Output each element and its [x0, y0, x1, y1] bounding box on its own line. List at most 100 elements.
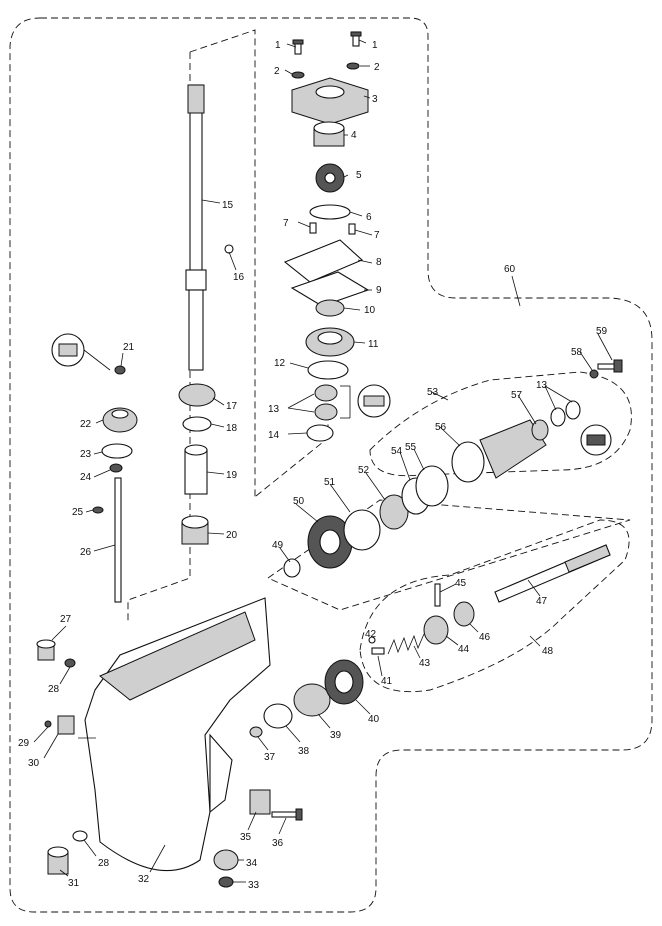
nut-part-34: [213, 849, 239, 871]
clutch-part-44: [423, 615, 449, 645]
label-47: 47: [536, 596, 548, 607]
label-52: 52: [358, 465, 370, 476]
label-54: 54: [391, 446, 403, 457]
label-25: 25: [72, 507, 84, 518]
label-58: 58: [571, 347, 583, 358]
pin-part-7-right: [348, 223, 356, 235]
assembly-boundary: [9, 17, 653, 913]
label-56: 56: [435, 422, 447, 433]
water-pump-housing: [291, 77, 369, 125]
forward-gear-part-40: [324, 659, 364, 705]
label-34: 34: [246, 858, 258, 869]
o-ring-part-6: [309, 204, 351, 220]
label-30: 30: [28, 758, 40, 769]
leader-lines: [33, 39, 613, 883]
label-24: 24: [80, 472, 92, 483]
label-21: 21: [123, 342, 135, 353]
shift-detail-callout-21: [51, 333, 85, 367]
label-45: 45: [455, 578, 467, 589]
washer-part-58: [589, 369, 599, 379]
label-48: 48: [542, 646, 554, 657]
label-55: 55: [405, 442, 417, 453]
shim-part-51: [343, 509, 381, 551]
label-59: 59: [596, 326, 608, 337]
spring-part-43: [387, 633, 425, 655]
label-44: 44: [458, 644, 470, 655]
clip-part-37: [249, 726, 263, 738]
o-ring-part-18: [182, 416, 212, 432]
bearing-part-20: [181, 515, 209, 545]
label-8: 8: [376, 257, 382, 268]
screw-part-1-right: [350, 31, 362, 47]
label-13-carrier: 13: [536, 380, 548, 391]
gasket-part-8: [283, 239, 364, 283]
label-29: 29: [18, 738, 30, 749]
label-3: 3: [372, 94, 378, 105]
label-43: 43: [419, 658, 431, 669]
label-17: 17: [226, 401, 238, 412]
seal-detail-callout-13: [357, 384, 391, 418]
washer-part-33: [218, 876, 234, 888]
bushing-part-22: [102, 407, 138, 433]
plug-part-31: [47, 846, 69, 875]
label-1-right: 1: [372, 40, 378, 51]
washer-part-28-lower: [72, 830, 88, 842]
o-ring-part-38: [263, 703, 293, 729]
screw-part-29: [44, 720, 52, 728]
bearing-part-39: [293, 683, 331, 717]
label-22: 22: [80, 419, 92, 430]
label-9: 9: [376, 285, 382, 296]
label-18: 18: [226, 423, 238, 434]
label-36: 36: [272, 838, 284, 849]
gasket-part-12: [307, 360, 349, 380]
seal-part-13-upper: [314, 384, 338, 402]
bolt-part-36: [271, 808, 303, 821]
plunger-part-41: [371, 647, 385, 655]
label-2-right: 2: [374, 62, 380, 73]
label-4: 4: [351, 130, 357, 141]
label-20: 20: [226, 530, 238, 541]
o-ring-part-23: [101, 443, 133, 459]
label-7-left: 7: [283, 218, 289, 229]
label-27: 27: [60, 614, 72, 625]
impeller-part-5: [315, 163, 345, 193]
washer-part-14: [306, 424, 334, 442]
label-32: 32: [138, 874, 150, 885]
propeller-shaft-part-47: [494, 544, 611, 603]
pin-part-7-left: [309, 222, 317, 234]
sleeve-part-19: [184, 444, 208, 495]
bearing-group-outline: [255, 404, 329, 497]
washer-part-2-left: [291, 71, 305, 79]
gear-case-part-32: [84, 597, 271, 872]
seal-part-10: [315, 299, 345, 317]
label-10: 10: [364, 305, 376, 316]
label-7-right: 7: [374, 230, 380, 241]
label-28-lower: 28: [98, 858, 110, 869]
seal-detail-callout-carrier: [580, 424, 612, 456]
seal-part-13-lower: [314, 403, 338, 421]
label-6: 6: [366, 212, 372, 223]
label-46: 46: [479, 632, 491, 643]
bearing-part-17: [178, 383, 216, 407]
label-53: 53: [427, 387, 439, 398]
label-15: 15: [222, 200, 234, 211]
anode-part-30: [57, 715, 75, 735]
label-28-upper: 28: [48, 684, 60, 695]
pin-part-45: [434, 583, 441, 607]
clip-part-25: [92, 506, 104, 514]
label-41: 41: [381, 676, 393, 687]
label-35: 35: [240, 832, 252, 843]
label-16: 16: [233, 272, 245, 283]
needle-bearing-part-57: [531, 419, 549, 441]
washer-part-28-upper: [64, 658, 76, 668]
o-ring-part-55: [415, 465, 449, 507]
bearing-part-52: [379, 494, 409, 530]
washer-part-24: [109, 463, 123, 473]
bearing-carrier-part-56: [451, 419, 547, 483]
label-23: 23: [80, 449, 92, 460]
label-1-left: 1: [275, 40, 281, 51]
label-11: 11: [368, 339, 379, 350]
label-60: 60: [504, 264, 516, 275]
label-37: 37: [264, 752, 276, 763]
